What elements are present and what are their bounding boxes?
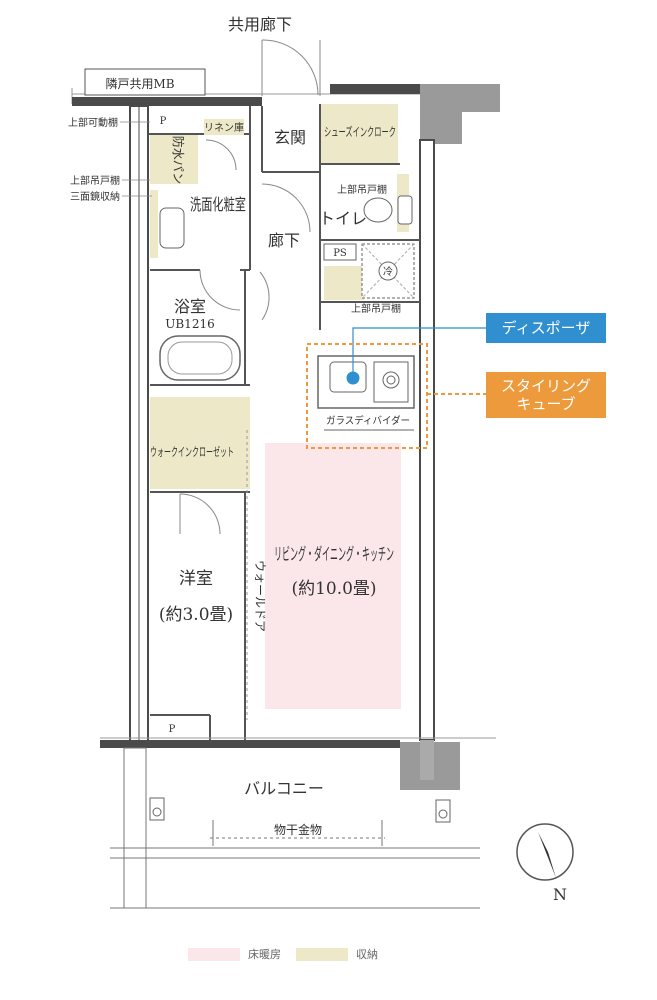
linen-label: リネン庫 bbox=[204, 121, 244, 134]
legend-storage-swatch bbox=[296, 947, 348, 961]
toilet-bowl bbox=[363, 197, 393, 223]
clothesline-label: 物干金物 bbox=[274, 822, 322, 837]
walk-in-closet-fill bbox=[150, 397, 250, 489]
ub-label: UB1216 bbox=[165, 317, 214, 331]
p-bottom-label: P bbox=[169, 724, 176, 735]
upper-hanging-shelf-toilet-label: 上部吊戸棚 bbox=[337, 183, 387, 196]
kitchen-shelf-fill bbox=[324, 266, 364, 300]
legend-storage-label: 収納 bbox=[356, 948, 378, 961]
drain-right bbox=[435, 799, 451, 823]
walk-in-closet-label: ウォークインクローゼット bbox=[150, 445, 234, 459]
disposer-leader bbox=[352, 327, 486, 372]
north-label: N bbox=[553, 885, 567, 904]
neighbor-mb-box bbox=[84, 68, 206, 96]
ps-label: PS bbox=[333, 248, 347, 259]
waterproof-pan-fill bbox=[150, 134, 198, 184]
mirror-storage-fill bbox=[150, 190, 158, 258]
bottom-wall bbox=[100, 740, 400, 748]
drain-left bbox=[149, 797, 165, 821]
compass-needle bbox=[538, 832, 556, 878]
three-mirror-label: 三面鏡収納 bbox=[70, 190, 120, 203]
top-wall-left bbox=[72, 97, 262, 106]
toilet-label: トイレ bbox=[319, 209, 367, 228]
legend-storage: 収納 bbox=[296, 946, 378, 962]
legend-floor-heating-swatch bbox=[188, 947, 240, 961]
ps-box bbox=[323, 243, 357, 261]
washbasin bbox=[159, 207, 185, 249]
western-area-label: (約3.0畳) bbox=[159, 605, 233, 625]
entrance-label: 玄関 bbox=[274, 128, 306, 147]
legend-floor-heating: 床暖房 bbox=[188, 946, 281, 962]
neighbor-mb-label: 隣戸共用MB bbox=[105, 76, 174, 91]
ldk-label: リビング・ダイニング・キッチン bbox=[274, 545, 394, 565]
disposer-point bbox=[346, 371, 360, 385]
top-right-column bbox=[420, 84, 462, 144]
styling-cube-callout: スタイリングキューブ bbox=[486, 372, 606, 418]
shoes-in-closet-label: シューズインクローク bbox=[324, 124, 396, 139]
top-wall-right bbox=[330, 84, 460, 94]
upper-hanging-shelf-kitchen-label: 上部吊戸棚 bbox=[351, 302, 401, 315]
right-wall bbox=[419, 139, 435, 741]
ldk-area-label: (約10.0畳) bbox=[291, 579, 376, 599]
bathroom-label: 浴室 bbox=[174, 297, 206, 316]
floor-heating-area bbox=[265, 443, 401, 709]
disposer-callout-text: ディスポーザ bbox=[501, 319, 591, 337]
styling-cube-outline bbox=[306, 343, 428, 449]
compass bbox=[516, 823, 574, 881]
washroom-label: 洗面化粧室 bbox=[190, 195, 246, 214]
fridge-label: 冷 bbox=[383, 265, 393, 278]
shoes-closet-fill bbox=[320, 104, 398, 164]
corridor-label: 廊下 bbox=[268, 231, 300, 250]
upper-sliding-shelf-label: 上部可動棚 bbox=[68, 116, 118, 129]
stove bbox=[373, 361, 409, 403]
western-room-label: 洋室 bbox=[179, 569, 213, 589]
legend-floor-heating-label: 床暖房 bbox=[248, 948, 281, 961]
shared-corridor-label: 共用廊下 bbox=[228, 15, 292, 34]
wall-door-label: ウォールドア bbox=[253, 560, 267, 632]
upper-hanging-shelf-left-label: 上部吊戸棚 bbox=[70, 174, 120, 187]
styling-cube-callout-text: スタイリングキューブ bbox=[500, 377, 591, 413]
balcony-left-wall bbox=[123, 747, 147, 909]
glass-divider-label: ガラスディバイダー bbox=[326, 414, 410, 427]
p-top-label: P bbox=[160, 116, 167, 127]
disposer-callout: ディスポーザ bbox=[486, 313, 606, 343]
top-column bbox=[460, 84, 500, 112]
balcony-label: バルコニー bbox=[244, 779, 324, 798]
waterproof-pan-label: 防水パン bbox=[171, 136, 186, 185]
